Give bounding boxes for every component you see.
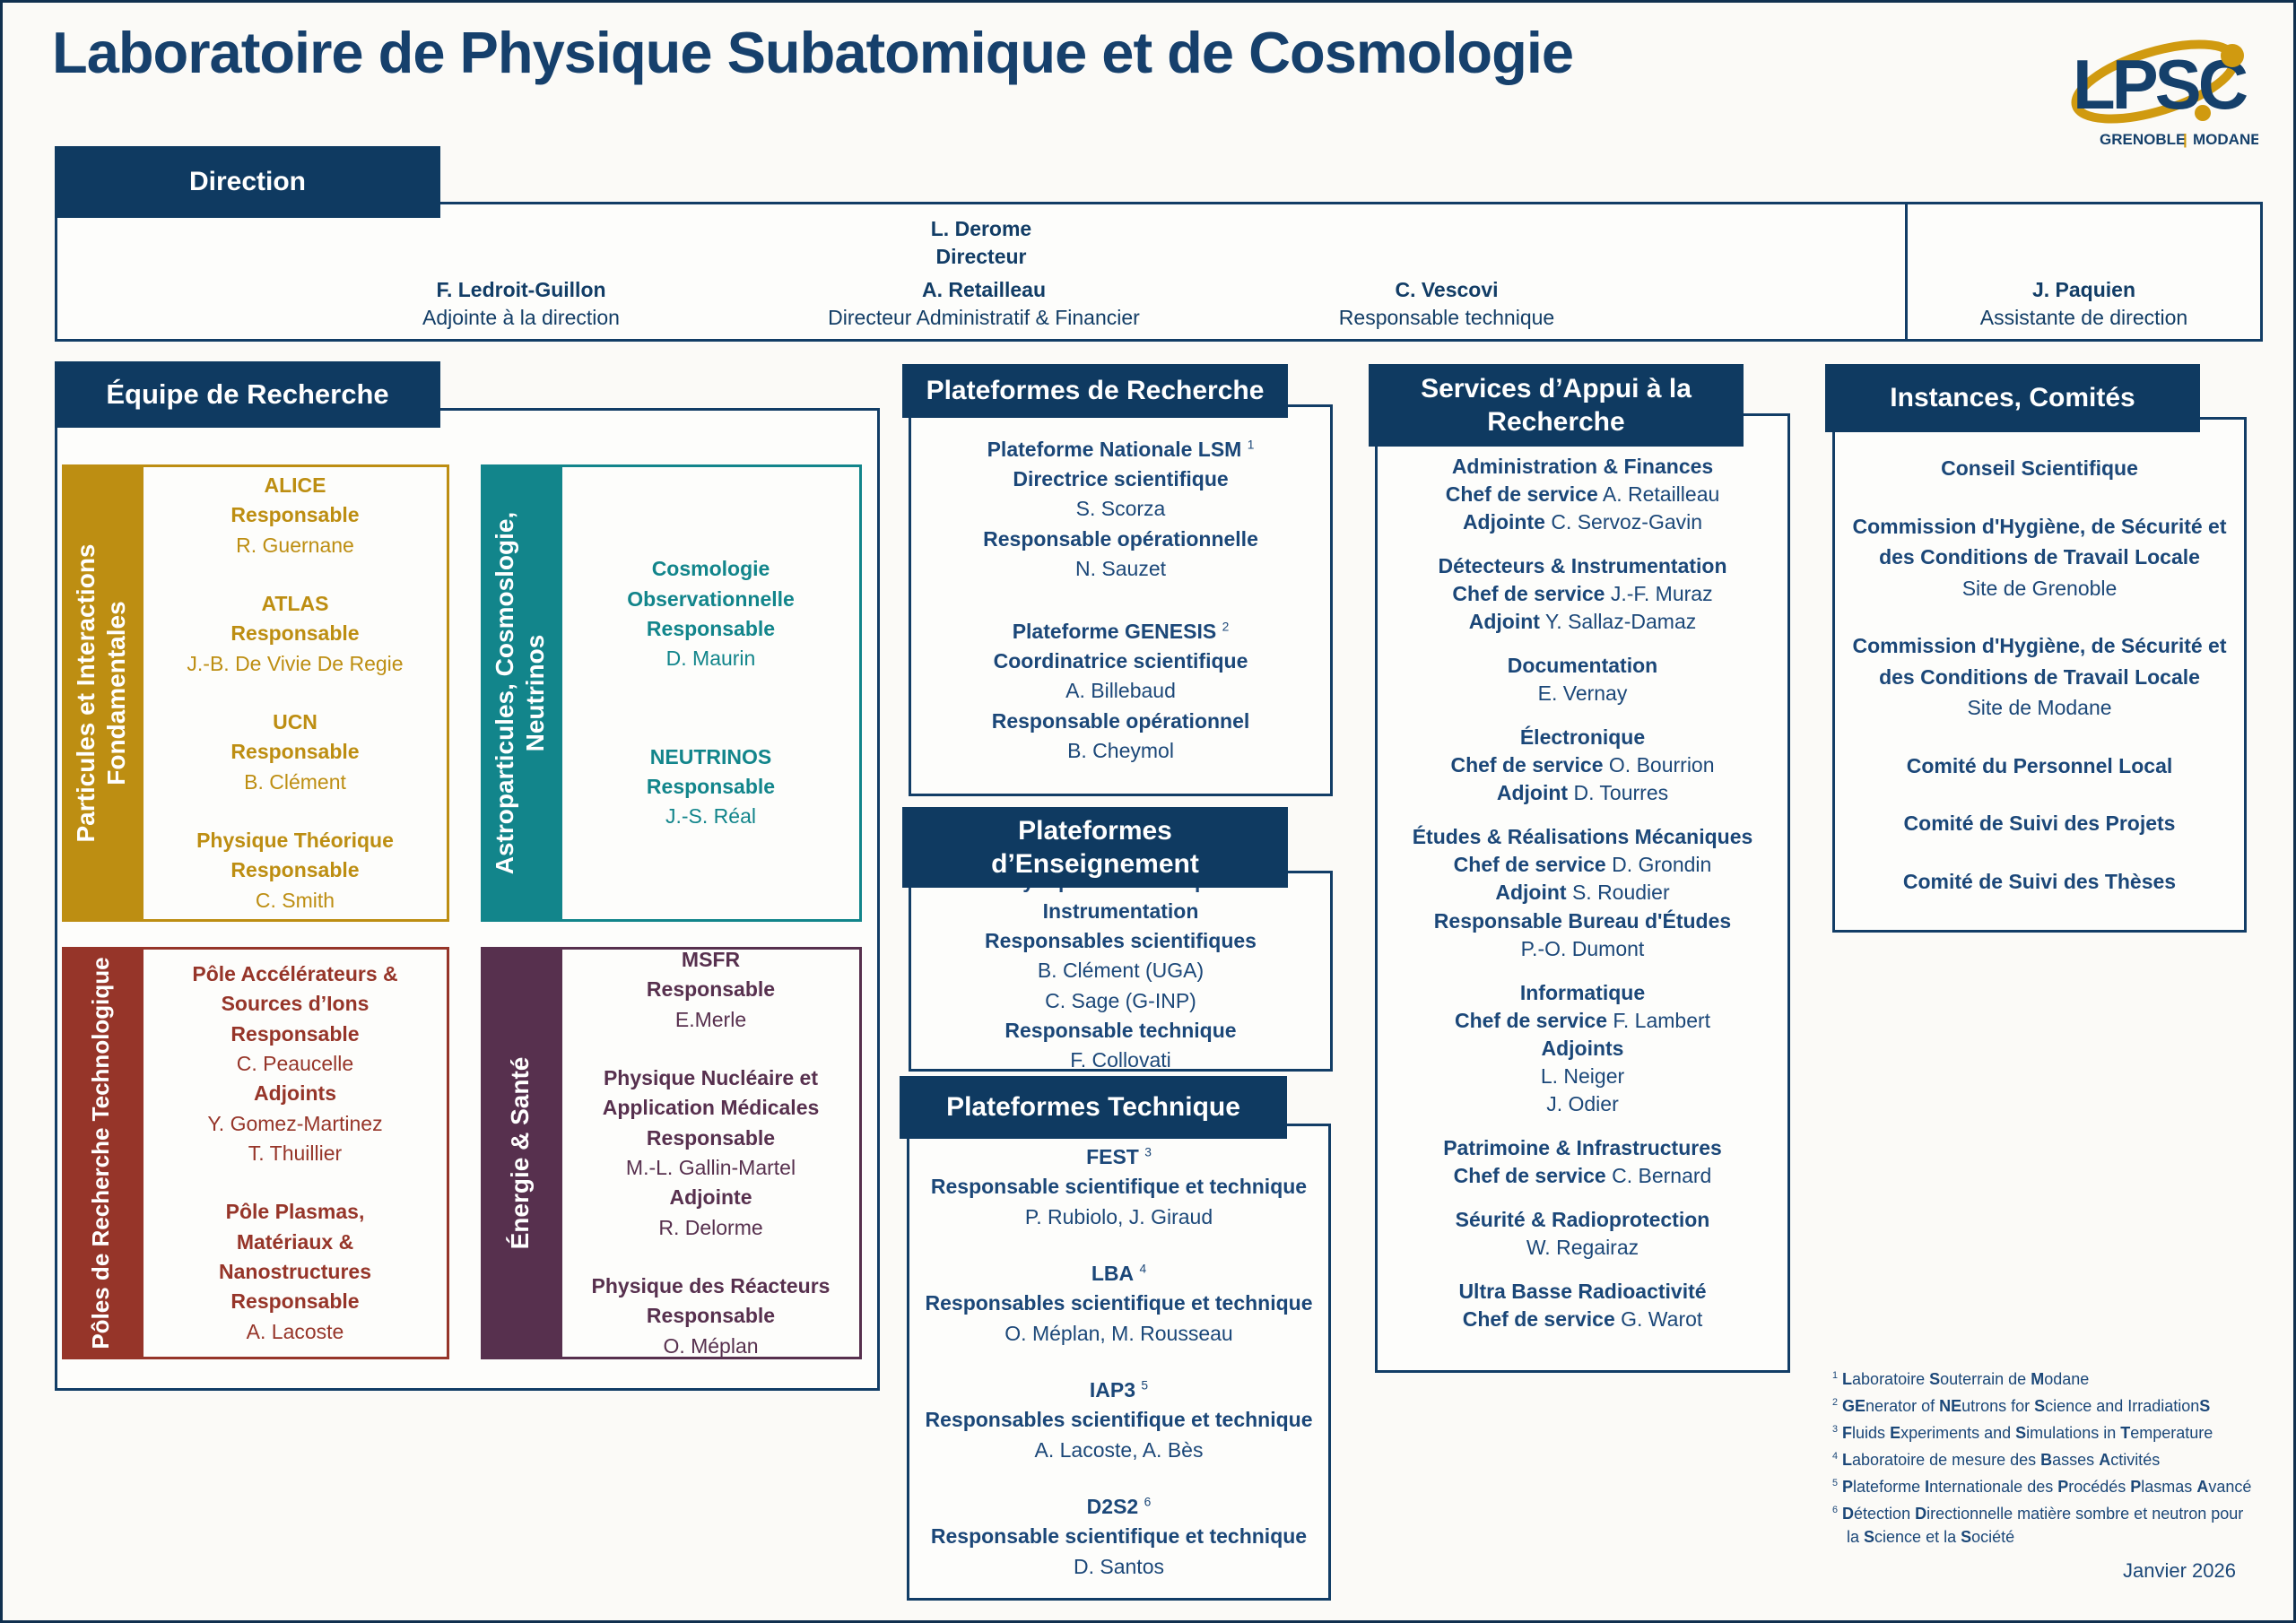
logo-orbit-icon: LPSC GRENOBLE | MODANE [2071, 39, 2261, 148]
direction-member: A. Retailleau Directeur Administratif & … [796, 276, 1172, 332]
assistant-name: J. Paquien [2031, 278, 2136, 301]
org-entry: Comité de Suivi des Thèses [1902, 869, 2177, 893]
member-role: Directeur Administratif & Financier [828, 306, 1140, 330]
page-title: Laboratoire de Physique Subatomique et d… [52, 20, 1574, 85]
member-name: C. Vescovi [1395, 278, 1499, 301]
assistant-block: J. Paquien Assistante de direction [1908, 276, 2260, 332]
group-poles-recherche-technologique: Pôles de Recherche Technologique Pôle Ac… [62, 947, 449, 1359]
direction-header: Direction [55, 146, 440, 218]
logo-caption-grenoble: GRENOBLE [2100, 131, 2186, 148]
instances-box: Conseil Scientifique Commission d'Hygièn… [1832, 417, 2247, 933]
org-entry: Conseil Scientifique [1941, 456, 2138, 480]
assistant-box: J. Paquien Assistante de direction [1905, 202, 2263, 342]
logo-caption-sep: | [2183, 131, 2187, 148]
member-name: A. Retailleau [921, 278, 1047, 301]
member-name: F. Ledroit-Guillon [436, 278, 606, 301]
group-sidebar-label: Pôles de Recherche Technologique [87, 957, 115, 1350]
director-name: L. Derome [930, 217, 1032, 240]
logo-caption-modane: MODANE [2193, 131, 2258, 148]
org-entry: Physique Subatomique &InstrumentationRes… [985, 869, 1257, 1072]
footnote: 5 Plateforme Internationale des Procédés… [1832, 1478, 2252, 1496]
group-sidebar-label: Énergie & Santé [506, 1056, 535, 1250]
plateformes-enseignement-box: Physique Subatomique &InstrumentationRes… [909, 869, 1333, 1072]
member-role: Adjointe à la direction [422, 306, 620, 330]
group-astroparticules: Astroparticules, Cosmoslogie,Neutrinos C… [481, 464, 862, 922]
footnote: 6 Détection Directionnelle matière sombr… [1832, 1505, 2244, 1546]
director-role: Directeur [935, 245, 1027, 269]
plateformes-recherche-header: Plateformes de Recherche [902, 364, 1288, 418]
date-label: Janvier 2026 [2123, 1559, 2236, 1582]
director-block: L. Derome Directeur [57, 215, 1905, 271]
member-role: Responsable technique [1338, 306, 1555, 330]
group-sidebar-label: Astroparticules, Cosmoslogie,Neutrinos [491, 511, 549, 875]
footnotes: 1 Laboratoire Souterrain de Modane 2 GEn… [1832, 1364, 2268, 1549]
org-entry: Comité du Personnel Local [1906, 753, 2173, 777]
direction-box: L. Derome Directeur F. Ledroit-Guillon A… [55, 202, 1908, 342]
org-entry: Comité de Suivi des Projets [1903, 812, 2176, 835]
plateformes-technique-header: Plateformes Technique [900, 1076, 1287, 1139]
footnote: 4 Laboratoire de mesure des Basses Activ… [1832, 1451, 2161, 1469]
footnote: 3 Fluids Experiments and Simulations in … [1832, 1424, 2213, 1442]
group-sidebar: Énergie & Santé [483, 950, 562, 1357]
footnote: 1 Laboratoire Souterrain de Modane [1832, 1370, 2090, 1388]
footnote: 2 GEnerator of NEutrons for Science and … [1832, 1397, 2211, 1415]
direction-member: F. Ledroit-Guillon Adjointe à la directi… [333, 276, 709, 332]
direction-member: C. Vescovi Responsable technique [1258, 276, 1635, 332]
equipe-header: Équipe de Recherche [55, 361, 440, 428]
lpsc-logo: LPSC GRENOBLE | MODANE [2066, 26, 2261, 162]
group-sidebar: Pôles de Recherche Technologique [65, 950, 144, 1357]
instances-header: Instances, Comités [1825, 364, 2200, 432]
group-sidebar: Astroparticules, Cosmoslogie,Neutrinos [483, 467, 562, 919]
assistant-role: Assistante de direction [1979, 306, 2188, 330]
